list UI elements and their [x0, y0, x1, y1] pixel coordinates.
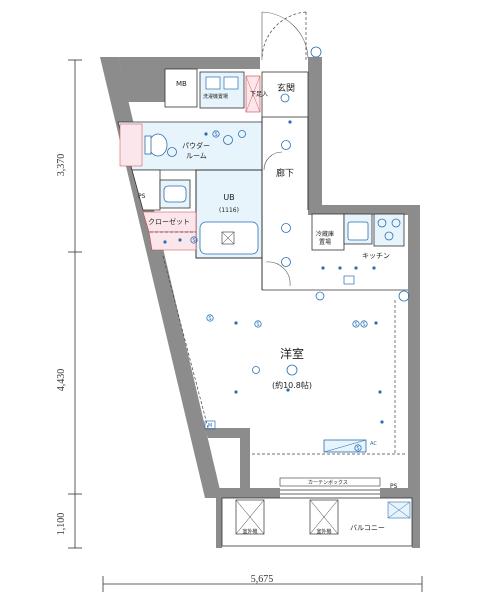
light-icon [286, 364, 298, 376]
dimension-middle-section: 4,430 [56, 369, 67, 392]
label-powder-room-2: ルーム [186, 152, 207, 160]
switch-label: S [356, 446, 359, 452]
label-mb: MB [176, 80, 187, 88]
label-hallway: 廊下 [276, 167, 294, 179]
electrical-symbols: S S S S S S S M AC [163, 46, 410, 452]
label-powder-room: パウダー [182, 141, 210, 150]
dimension-width: 5,675 [251, 574, 274, 585]
switch-label: S [192, 238, 195, 244]
switch-label: S [214, 132, 217, 138]
dimension-top-section: 3,370 [56, 154, 67, 177]
outer-walls [100, 57, 420, 548]
light-icon [281, 223, 291, 233]
dimension-bottom-section: 1,100 [56, 513, 67, 536]
light-icon [167, 147, 177, 157]
light-icon [315, 291, 325, 301]
label-outdoor-unit-1: 室外機 [242, 528, 257, 535]
dimension-lines [68, 59, 423, 592]
light-icon [281, 257, 291, 267]
label-balcony: バルコニー [350, 524, 385, 532]
switch-label: S [208, 316, 211, 322]
label-closet: クローゼット [148, 217, 190, 226]
aircon-label: AC [370, 441, 377, 447]
label-fridge-2: 置場 [319, 238, 331, 246]
label-curtain-box: カーテンボックス [308, 479, 348, 486]
label-unit-bath-size: (1116) [219, 207, 239, 214]
light-icon [398, 290, 410, 302]
light-icon [281, 140, 291, 150]
switch-label: S [256, 322, 259, 328]
label-ps-right: PS [390, 483, 398, 490]
label-kitchen: キッチン [362, 252, 390, 260]
label-shoe-box: 下足入 [250, 91, 268, 98]
label-ps-left: PS [138, 193, 146, 200]
light-icon [223, 135, 233, 145]
label-fridge: 冷蔵庫 [316, 230, 334, 238]
room-labels: MB 洗濯機置場 下足入 玄関 パウダー ルーム PS UB (1116) クロ… [138, 80, 398, 535]
label-western-room-size: (約10.8帖) [272, 380, 312, 390]
label-western-room: 洋室 [280, 346, 304, 361]
light-icon [280, 93, 290, 103]
light-icon [252, 366, 260, 374]
label-entrance: 玄関 [277, 82, 295, 94]
room-boundaries [117, 11, 413, 547]
light-icon [238, 130, 246, 138]
label-unit-bath: UB [223, 193, 234, 202]
switch-label: S [354, 322, 357, 328]
label-laundry: 洗濯機置場 [203, 93, 228, 100]
meter-label: M [208, 423, 212, 429]
switch-label: S [362, 322, 365, 328]
light-icon [310, 46, 322, 58]
label-outdoor-unit-2: 室外機 [316, 528, 331, 535]
